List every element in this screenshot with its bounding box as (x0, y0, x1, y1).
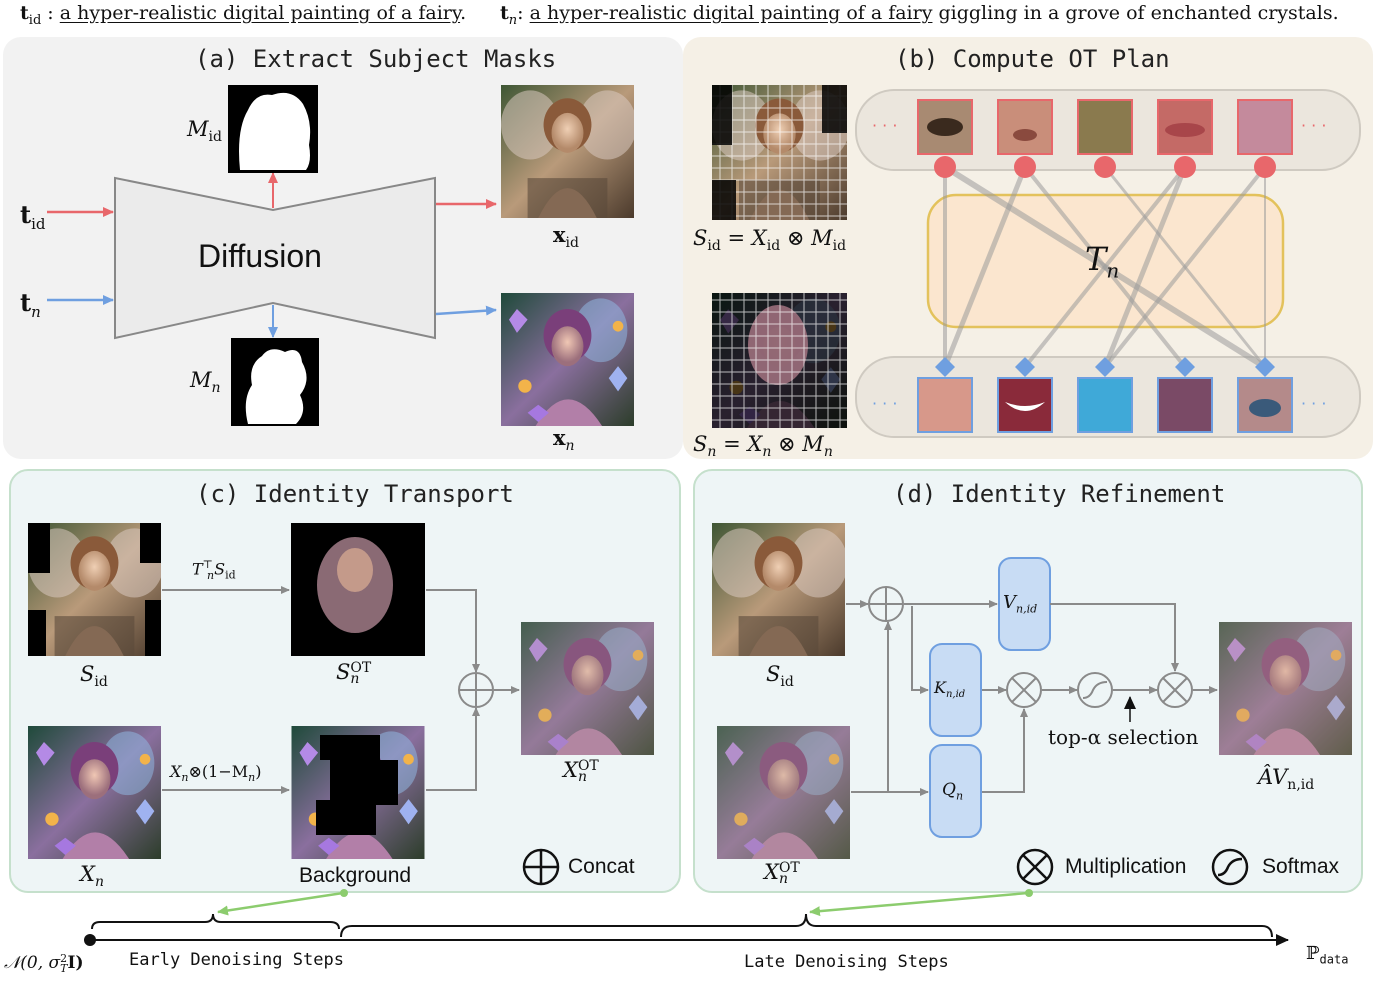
q-box[interactable] (929, 744, 982, 838)
x-n-label: xn (553, 425, 575, 455)
diffusion-block (114, 176, 436, 340)
early-brace (91, 913, 340, 930)
dots-bottom-left: · · · (872, 394, 898, 413)
concat-legend-icon (522, 848, 560, 886)
timeline-end-label: ℙdata (1306, 943, 1349, 967)
panel-b-title: (b) Compute OT Plan (895, 45, 1170, 73)
header-left-symbol: t (20, 2, 29, 24)
patch-n-crystal (1077, 377, 1133, 433)
c-x-n-image (28, 726, 161, 859)
early-steps-label: Early Denoising Steps (129, 950, 344, 970)
late-brace (340, 913, 1273, 938)
v-label: Vn,id (1003, 592, 1038, 616)
mult-legend-label: Multiplication (1065, 855, 1187, 878)
patch-brow (1077, 99, 1133, 155)
concat-icon (458, 672, 494, 708)
k-label: Kn,id (934, 678, 966, 701)
patch-wing (1237, 99, 1293, 155)
panel-a (47, 85, 634, 426)
diffusion-label: Diffusion (198, 238, 322, 274)
dots-top-right: · · · (1301, 116, 1327, 135)
d-output-label: ÂVn,id (1258, 765, 1315, 794)
patch-nose (997, 99, 1053, 155)
header-right-prompt: a hyper-realistic digital painting of a … (529, 2, 933, 24)
mult-icon-1 (1006, 672, 1042, 708)
m-id-label: Mid (187, 117, 222, 146)
header-right-sep: : (517, 2, 530, 24)
transport-plan-box (926, 193, 1285, 329)
s-n-equation: Sn = Xn ⊗ Mn (693, 432, 833, 461)
panel-d-title: (d) Identity Refinement (893, 480, 1226, 508)
s-id-equation: Sid = Xid ⊗ Mid (693, 226, 847, 255)
header-right-sub: n (508, 12, 518, 28)
panel-c (28, 523, 654, 886)
header-left-end: . (460, 2, 467, 24)
patch-n-nose (917, 377, 973, 433)
mult-legend-icon (1016, 848, 1054, 886)
softmax-icon (1077, 672, 1113, 708)
header-left: tid : a hyper-realistic digital painting… (20, 2, 466, 28)
panel-d (712, 523, 1352, 886)
header-right-rest: giggling in a grove of enchanted crystal… (932, 2, 1339, 24)
mult-icon-2 (1157, 672, 1193, 708)
timeline (84, 889, 1289, 946)
panel-b (712, 85, 1361, 438)
d-s-id-label: Sid (766, 662, 794, 691)
m-n-label: Mn (190, 368, 221, 397)
x-n-image (501, 293, 634, 426)
x-id-image (501, 85, 634, 218)
dots-top-left: · · · (872, 116, 898, 135)
transport-label: T⊤nSid (192, 558, 236, 582)
header-right-symbol: t (500, 2, 509, 24)
panel-c-title: (c) Identity Transport (196, 480, 514, 508)
dots-bottom-right: · · · (1301, 394, 1327, 413)
header-left-sub: id (28, 12, 42, 28)
x-id-label: xid (553, 222, 579, 252)
d-s-id-image (712, 523, 845, 656)
header-left-prompt: a hyper-realistic digital painting of a … (59, 2, 461, 24)
topk-label: top-α selection (1048, 725, 1199, 749)
header-right: tn: a hyper-realistic digital painting o… (500, 2, 1339, 28)
q-label: Qn (942, 780, 964, 803)
t-id-label: tid (20, 200, 46, 233)
c-background-label: Background (299, 864, 412, 887)
background-op-label: Xn⊗(1−Mn) (170, 762, 262, 785)
patch-n-hair (1157, 377, 1213, 433)
c-s-id-label: Sid (80, 662, 108, 691)
panel-a-title: (a) Extract Subject Masks (195, 45, 557, 73)
tn-label: Tn (1085, 240, 1120, 283)
softmax-legend-icon (1211, 848, 1249, 886)
patch-n-mouth (997, 377, 1053, 433)
k-box[interactable] (929, 643, 982, 737)
c-x-n-label: Xn (80, 862, 104, 891)
timeline-start-dot (84, 934, 96, 946)
t-n-label: tn (20, 288, 41, 321)
header-left-sep: : (41, 2, 60, 24)
late-steps-label: Late Denoising Steps (744, 952, 949, 972)
d-concat-icon (868, 586, 904, 622)
concat-legend-label: Concat (568, 855, 635, 878)
softmax-legend-label: Softmax (1262, 855, 1340, 878)
x-n-arrow (435, 305, 497, 316)
